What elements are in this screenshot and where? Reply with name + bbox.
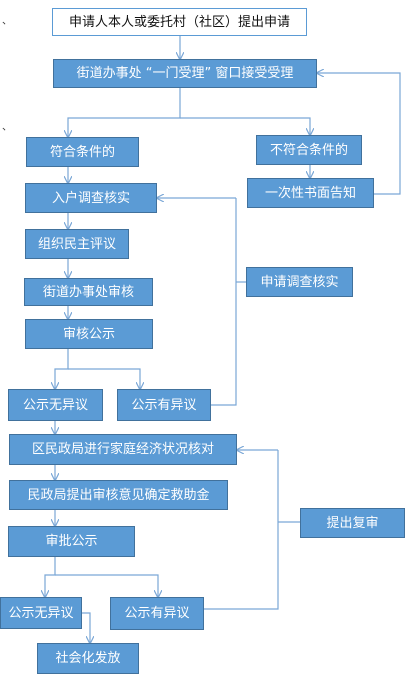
node-civil-affairs-check: 区民政局进行家庭经济状况核对 xyxy=(9,434,237,465)
node-reinvestigate: 申请调查核实 xyxy=(246,267,353,297)
node-publicity-objection-2: 公示有异议 xyxy=(110,597,204,630)
connector-approval-to-obj2 xyxy=(55,574,158,597)
connector-publicity-to-obj1 xyxy=(68,368,140,389)
node-audit-publicity: 审核公示 xyxy=(25,319,153,349)
node-publicity-no-objection-2: 公示无异议 xyxy=(0,597,82,629)
node-apply: 申请人本人或委托村（社区）提出申请 xyxy=(52,8,307,36)
connector-publicity-to-noobj1 xyxy=(55,349,69,389)
node-review-request: 提出复审 xyxy=(300,508,405,538)
node-qualified: 符合条件的 xyxy=(26,137,139,167)
node-not-qualified: 不符合条件的 xyxy=(256,135,362,165)
node-street-window: 街道办事处 “一门受理” 窗口接受受理 xyxy=(53,59,317,88)
node-written-notice: 一次性书面告知 xyxy=(247,178,374,208)
connector-window-to-not-qualified xyxy=(180,117,310,135)
node-democratic-review: 组织民主评议 xyxy=(25,229,129,259)
node-approval-publicity: 审批公示 xyxy=(8,526,135,557)
connector-approval-to-noobj2 xyxy=(45,557,56,597)
node-civil-affairs-opinion: 民政局提出审核意见确定救助金 xyxy=(9,480,228,510)
node-publicity-no-objection-1: 公示无异议 xyxy=(8,389,103,421)
connector-obj1-to-reinvestigate xyxy=(211,198,237,406)
node-household-check: 入户调查核实 xyxy=(25,183,157,213)
node-publicity-objection-1: 公示有异议 xyxy=(117,389,211,421)
edge-mark: 、 xyxy=(2,122,12,133)
connector-window-to-qualified xyxy=(68,88,181,137)
connector-obj2-to-review xyxy=(204,450,279,610)
node-socialized-payment: 社会化发放 xyxy=(37,643,139,674)
node-street-audit: 街道办事处审核 xyxy=(24,278,153,306)
connector-notice-to-window xyxy=(317,73,401,195)
connector-noobj2-to-payment xyxy=(82,612,90,643)
edge-mark: 、 xyxy=(2,16,12,27)
